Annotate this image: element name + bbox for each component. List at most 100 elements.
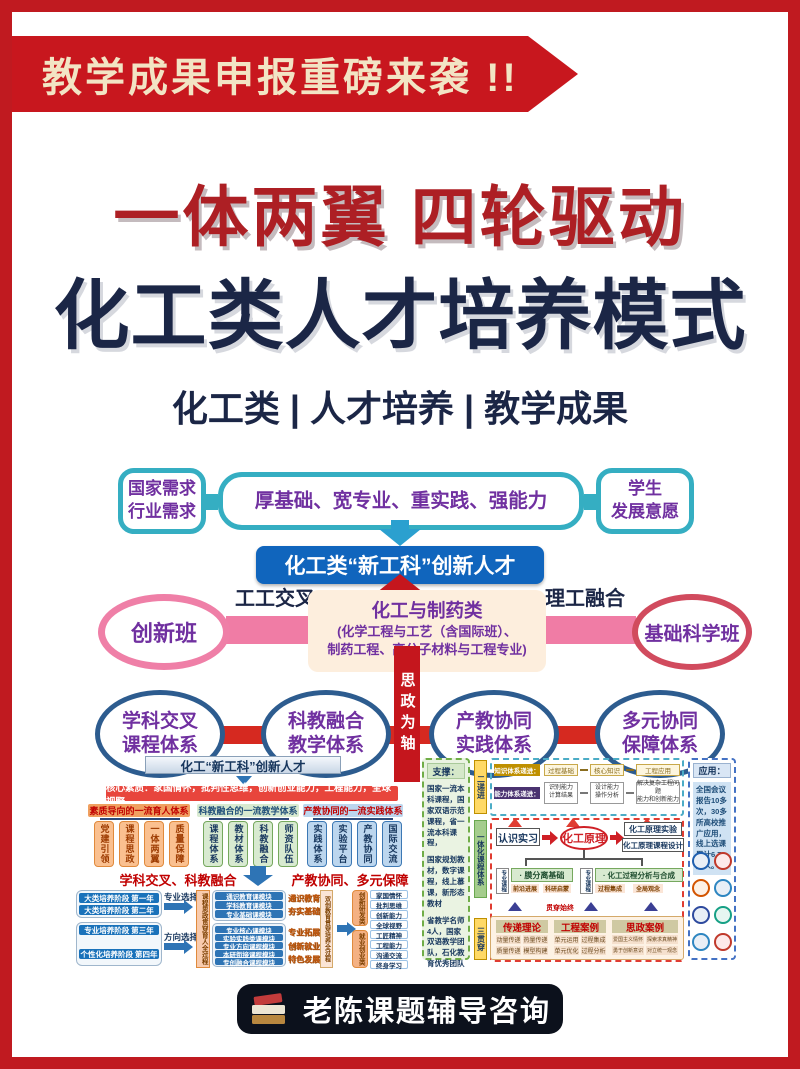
module-tag: 夯实基础 <box>288 907 320 916</box>
red-connector <box>555 726 599 744</box>
module: 通识教育课模块 <box>215 892 283 901</box>
knowledge-step: 过程基础 <box>544 764 578 776</box>
ideology-strip: 课程思政贯穿育人全过程 <box>196 890 210 968</box>
system-ellipse-curriculum: 学科交叉 课程体系 <box>95 690 225 778</box>
case-sub: 热量传递 <box>523 935 548 944</box>
university-logo-badge <box>714 852 732 870</box>
connector-line <box>525 858 643 860</box>
university-logo-badge <box>692 933 710 951</box>
connector-line <box>641 860 643 866</box>
outcome-item: 全球视野 <box>370 920 408 930</box>
branch-item: 党建引领 <box>94 821 114 867</box>
left-panel-header: 化工“新工科”创新人才 <box>145 756 341 774</box>
mid-label-right: 产教协同、多元保障 <box>291 873 409 888</box>
book-top <box>253 993 283 1006</box>
course-output-box: 化工原理课程设计 <box>622 838 684 852</box>
ability-label: 能力体系递进： <box>494 787 540 799</box>
red-right-arrow-head <box>616 831 624 845</box>
branch-item: 实践体系 <box>307 821 327 867</box>
university-logo-badge <box>692 852 710 870</box>
case-sub: 过程分析 <box>581 946 606 955</box>
connector <box>584 494 596 510</box>
branch-bar-teaching: 科教融合的一流教学体系 <box>197 804 299 817</box>
stage-year1: 大类培养阶段 第一年 <box>79 893 159 903</box>
up-arrow-red <box>376 574 424 593</box>
red-connector <box>221 726 265 744</box>
case-title: 工程案例 <box>554 920 606 934</box>
pro-course-2: · 化工过程分析与合成 <box>595 868 683 882</box>
branch-bar-quality: 素质导向的一流育人体系 <box>88 804 190 817</box>
chain-dash <box>626 769 634 771</box>
branch-item: 实验平台 <box>332 821 352 867</box>
up-arrow-small <box>566 818 580 827</box>
innovation-class-label: 创新班 <box>130 621 197 646</box>
module: 专业方向课程模块 <box>215 942 283 951</box>
knowledge-step: 核心知识 <box>590 764 624 776</box>
ability-step: 解决复杂工程问题 能力和创新能力 <box>636 781 680 804</box>
support-item: 国家一流本科课程，国家双语示范课程，省一流本科课程， <box>427 784 465 848</box>
module: 本研衔接课程模块 <box>215 950 283 959</box>
connector-line <box>313 818 393 820</box>
innovation-class-ellipse: 创新班 <box>98 594 230 670</box>
mid-down-arrow-head <box>243 875 273 886</box>
branch-item: 课程思政 <box>119 821 139 867</box>
course-output-box: 化工原理实验 <box>624 822 682 836</box>
ideology-axis-banner: 思政为轴 <box>394 646 420 782</box>
books-icon <box>249 992 289 1026</box>
red-right-arrow <box>542 835 550 840</box>
pink-connector-left <box>226 616 312 644</box>
up-arrow-blue <box>584 902 598 911</box>
pro-course-2-sub: 过程集成 <box>595 884 625 893</box>
core-qualities-bar: 核心素质：家国情怀，批判性思维，创新创业能力，工程能力，全球视野 <box>106 783 398 808</box>
case-sub: 勇于创新意识 <box>612 946 644 955</box>
module: 专业基础课模块 <box>215 910 283 919</box>
frame-right <box>788 0 800 1069</box>
core-course-ellipse: 化工原理 <box>560 826 608 850</box>
branch-item: 一体两翼 <box>144 821 164 867</box>
case-sub: 模型构建 <box>523 946 548 955</box>
through-label: 贯穿始终 <box>546 905 574 912</box>
progression-box <box>490 758 684 816</box>
main-title-red: 一体两翼 四轮驱动 <box>113 180 687 254</box>
outcome-item: 创新能力 <box>370 910 408 920</box>
innovation-strip: 双创教育贯穿培养全过程 <box>320 890 333 968</box>
connector-line <box>583 850 585 858</box>
branch-item: 国际交流 <box>382 821 402 867</box>
branch-item: 质量保障 <box>169 821 189 867</box>
stage-year4: 个性化培养阶段 第四年 <box>79 949 159 959</box>
university-logo-badge <box>714 933 732 951</box>
case-title: 传递理论 <box>496 920 548 934</box>
frame-bottom <box>0 1057 800 1069</box>
case-sub: 单元运用 <box>554 935 579 944</box>
outcome-item: 家国情怀 <box>370 890 408 900</box>
branch-item: 教材体系 <box>228 821 248 867</box>
module-tag: 通识教育 <box>288 894 320 903</box>
basic-science-class-ellipse: 基础科学班 <box>632 594 752 670</box>
support-item: 国家规划教材，数字课程，线上慕课，新形态教材 <box>427 855 465 908</box>
module-tag: 专业拓展 <box>288 928 320 937</box>
chain-dash <box>626 792 634 794</box>
module: 专创融合课程模块 <box>215 958 283 967</box>
connector-line <box>100 818 180 820</box>
cross-label-left: 工工交叉 <box>235 588 315 610</box>
pro-course-tag: 专业课程 <box>580 868 593 894</box>
basic-science-class-label: 基础科学班 <box>644 623 740 645</box>
module: 专业核心课模块 <box>215 926 283 935</box>
apply-title: 应用： <box>693 763 731 778</box>
down-arrow <box>391 520 409 529</box>
branch-bar-practice: 产教协同的一流实践体系 <box>303 804 403 817</box>
case-sub: 单元优化 <box>554 946 579 955</box>
need-right-box: 学生 发展意愿 <box>596 468 694 534</box>
chain-dash <box>580 769 588 771</box>
book-middle <box>251 1005 285 1014</box>
select-label-major: 专业选择 <box>164 892 199 902</box>
case-sub: 爱国主义情怀 <box>612 935 644 944</box>
major-center-box: 化工与制药类 (化学工程与工艺（含国际班）、 制药工程、高分子材料与工程专业) <box>308 590 546 672</box>
strip-two-progressions: 二递进 <box>474 760 487 814</box>
pro-course-1: · 膜分离基础 <box>511 868 573 882</box>
down-arrow-head <box>379 529 421 546</box>
stage-year3: 专业培养阶段 第三年 <box>79 925 159 935</box>
support-item: 省教学名师4人，国家双语教学团队，石化教育优秀团队 <box>427 915 465 969</box>
ability-step: 识别能力 计算结果 <box>544 782 578 804</box>
